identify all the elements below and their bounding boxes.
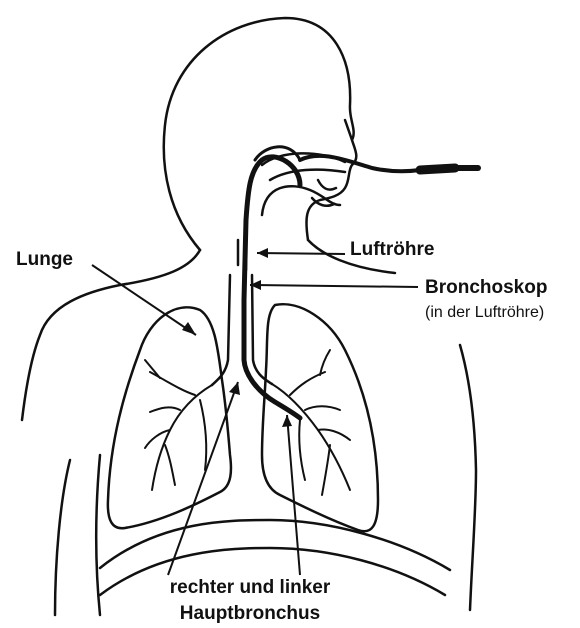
right-lung xyxy=(108,307,231,528)
bronchi-label-line1: rechter und linker xyxy=(130,578,370,597)
right-arm xyxy=(460,345,476,610)
trachea-label: Luftröhre xyxy=(350,240,434,259)
trachea-right xyxy=(252,275,272,384)
head-outline xyxy=(164,18,357,250)
palate xyxy=(270,170,345,180)
lung-label: Lunge xyxy=(16,250,73,269)
bronchi-label-line2: Hauptbronchus xyxy=(130,604,370,623)
right-bronchial-tree xyxy=(145,360,212,490)
left-arm-inner xyxy=(55,460,70,615)
left-lung xyxy=(262,304,378,531)
left-bronchial-tree xyxy=(272,350,350,495)
diaphragm xyxy=(100,520,450,570)
bronchoscope-handle xyxy=(420,168,455,170)
bronchoscope-note-label: (in der Luftröhre) xyxy=(425,305,544,321)
left-shoulder xyxy=(22,250,200,420)
left-torso xyxy=(96,455,100,615)
bronchoscope-label: Bronchoskop xyxy=(425,278,547,297)
